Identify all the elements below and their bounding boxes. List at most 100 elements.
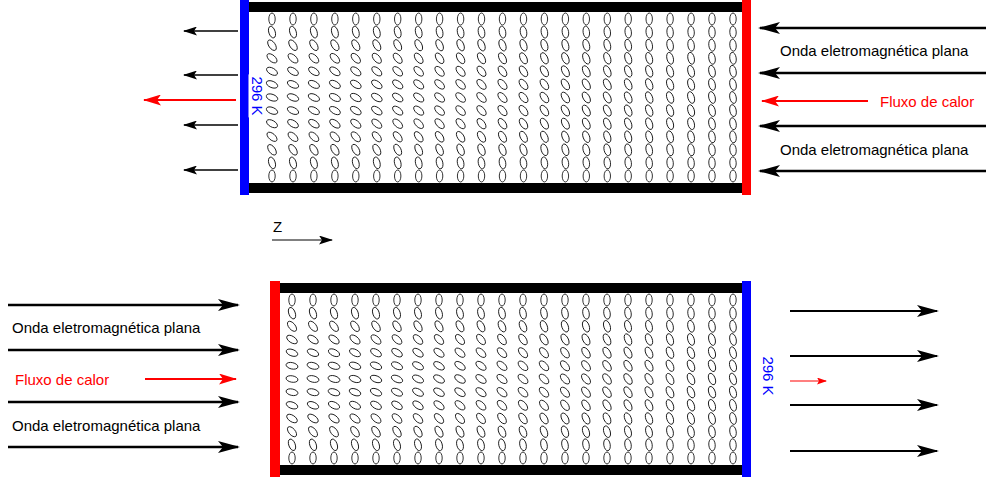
liquid-crystal-molecule [457,13,463,25]
liquid-crystal-molecule [644,346,655,360]
liquid-crystal-molecule [349,65,362,77]
liquid-crystal-molecule [370,78,383,90]
liquid-crystal-molecule [538,346,550,359]
liquid-crystal-molecule [390,333,403,346]
liquid-crystal-molecule [391,130,403,143]
wave-arrow [184,124,238,126]
liquid-crystal-molecule [644,320,653,333]
liquid-crystal-molecule [646,13,652,25]
liquid-crystal-molecule [308,143,320,157]
wave-arrow [760,27,986,30]
liquid-crystal-molecule [495,373,508,386]
liquid-crystal-molecule [539,117,551,131]
liquid-crystal-molecule [432,399,445,411]
liquid-crystal-molecule [498,156,506,169]
top-cell [240,0,751,195]
liquid-crystal-molecule [581,320,591,333]
liquid-crystal-molecule [561,143,571,156]
liquid-crystal-molecule [623,104,634,118]
liquid-crystal-molecule [393,26,402,39]
liquid-crystal-molecule [540,307,549,320]
liquid-crystal-molecule [517,346,530,359]
wave-arrow [8,446,238,449]
wave-arrow [790,310,937,312]
liquid-crystal-molecule [392,438,402,451]
liquid-crystal-molecule [476,52,488,66]
liquid-crystal-molecule [581,104,592,118]
liquid-crystal-molecule [601,385,613,399]
liquid-crystal-molecule [582,438,590,451]
liquid-crystal-molecule [623,91,634,105]
liquid-crystal-molecule [433,333,446,346]
liquid-crystal-molecule [455,143,466,157]
liquid-crystal-molecule [707,412,716,425]
liquid-crystal-molecule [730,13,736,25]
liquid-crystal-molecule [372,25,381,38]
liquid-crystal-molecule [666,438,674,451]
liquid-crystal-molecule [559,372,572,385]
liquid-crystal-molecule [623,52,633,65]
liquid-crystal-molecule [286,79,300,90]
liquid-crystal-molecule [664,372,675,386]
liquid-crystal-molecule [729,439,736,451]
axis-arrow [272,240,332,241]
liquid-crystal-molecule [413,38,424,52]
liquid-crystal-molecule [369,374,383,384]
liquid-crystal-molecule [604,452,610,464]
liquid-crystal-molecule [583,170,589,182]
liquid-crystal-molecule [730,170,736,182]
liquid-crystal-molecule [686,104,696,117]
molecules [265,13,737,182]
liquid-crystal-molecule [497,425,508,439]
liquid-crystal-molecule [289,452,295,464]
liquid-crystal-molecule [349,425,361,438]
liquid-crystal-molecule [623,78,634,92]
liquid-crystal-molecule [414,26,423,39]
liquid-crystal-molecule [688,170,694,182]
liquid-crystal-molecule [327,361,340,371]
liquid-crystal-molecule [540,143,550,156]
liquid-crystal-molecule [328,105,342,117]
liquid-crystal-molecule [603,143,612,156]
liquid-crystal-molecule [306,388,319,397]
liquid-crystal-molecule [645,26,653,39]
axis-label: Z [271,218,284,235]
liquid-crystal-molecule [581,65,592,79]
liquid-crystal-molecule [583,13,589,25]
liquid-crystal-molecule [518,130,529,144]
liquid-crystal-molecule [308,438,318,451]
liquid-crystal-molecule [349,78,363,90]
liquid-crystal-molecule [538,333,550,347]
liquid-crystal-molecule [348,412,361,425]
liquid-crystal-molecule [454,91,467,104]
liquid-crystal-molecule [496,333,508,346]
liquid-crystal-molecule [309,156,319,169]
bottom-plate [242,183,750,193]
liquid-crystal-molecule [517,104,529,117]
wave-label: Onda eletromagnética plana [778,141,970,158]
liquid-crystal-molecule [707,104,716,117]
liquid-crystal-molecule [686,91,696,104]
liquid-crystal-molecule [433,91,446,104]
liquid-crystal-molecule [455,307,464,320]
liquid-crystal-molecule [496,346,509,359]
liquid-crystal-molecule [562,452,568,464]
liquid-crystal-molecule [390,374,404,385]
liquid-crystal-molecule [287,438,297,451]
liquid-crystal-molecule [666,130,675,143]
liquid-crystal-molecule [495,359,508,372]
liquid-crystal-molecule [562,294,568,306]
liquid-crystal-molecule [560,65,571,79]
liquid-crystal-molecule [687,157,694,169]
liquid-crystal-molecule [308,306,318,319]
liquid-crystal-molecule [476,143,486,157]
liquid-crystal-molecule [457,294,463,306]
liquid-crystal-molecule [581,78,592,92]
liquid-crystal-molecule [348,347,362,358]
liquid-crystal-molecule [559,386,572,399]
liquid-crystal-molecule [623,65,633,79]
liquid-crystal-molecule [580,359,592,372]
liquid-crystal-molecule [265,79,279,89]
liquid-crystal-molecule [309,25,319,38]
liquid-crystal-molecule [541,452,547,464]
